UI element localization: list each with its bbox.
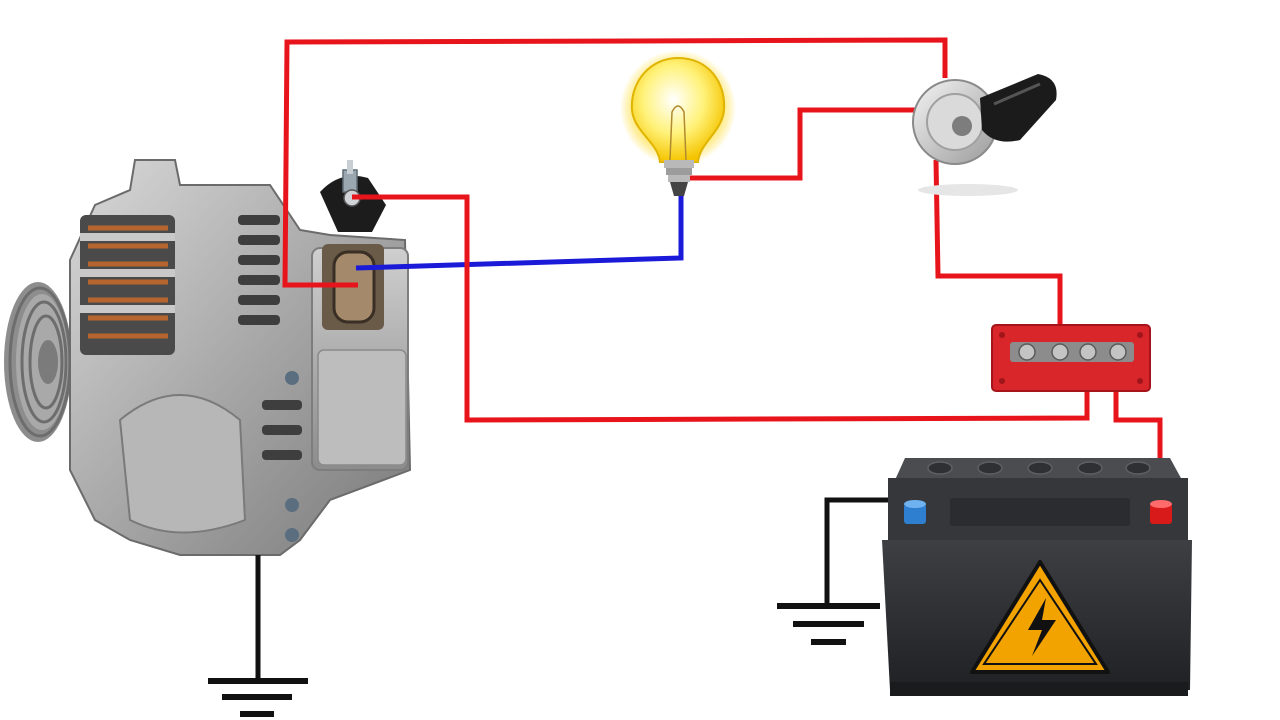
wire-plug-to-lamp [355, 195, 684, 271]
bus-bar-icon [991, 324, 1151, 392]
wire-battery-to-ground [824, 497, 912, 605]
wire-lamp-to-ignition [684, 107, 920, 181]
ground-symbol-icon [208, 678, 308, 717]
light-bulb-icon [620, 50, 736, 196]
battery-positive-terminal [1150, 500, 1172, 524]
high-voltage-warning-icon [970, 560, 1110, 674]
ignition-key-icon [912, 74, 1057, 196]
wire-plug-to-ignition [282, 37, 948, 288]
wires [255, 37, 1163, 680]
ground-symbol-icon [777, 603, 880, 645]
wire-bplus-to-busbar [352, 194, 1090, 423]
battery-negative-terminal [904, 500, 926, 524]
stator-windings [80, 215, 175, 355]
terminal-stud-icon [320, 160, 386, 232]
wire-ignition-to-busbar [933, 159, 1063, 352]
pulley-icon [4, 282, 72, 442]
